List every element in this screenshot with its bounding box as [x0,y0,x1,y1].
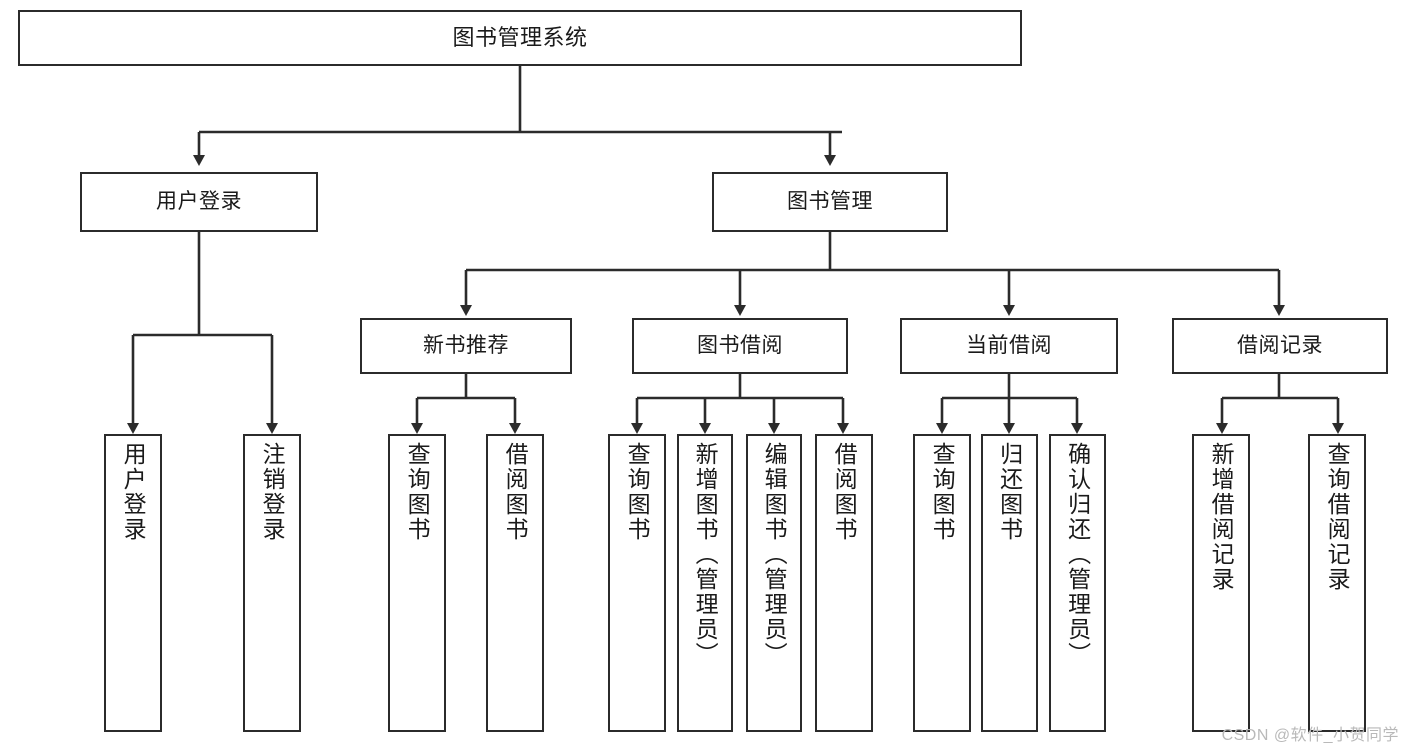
node-user-login[interactable]: 用户登录 [80,172,318,232]
node-label: 用户登录 [156,189,242,213]
node-label: 图书管理系统 [452,25,588,51]
node-label: 当前借阅 [966,333,1052,357]
leaf-edit-book-admin[interactable]: 编辑图书（管理员） [746,434,802,732]
node-label: 用户登录 [120,442,147,542]
node-label: 新书推荐 [423,333,509,357]
leaf-query-book-current[interactable]: 查询图书 [913,434,971,732]
node-label: 查询借阅记录 [1324,442,1351,592]
leaf-add-book-admin[interactable]: 新增图书（管理员） [677,434,733,732]
node-current-borrow[interactable]: 当前借阅 [900,318,1118,374]
node-borrow-record[interactable]: 借阅记录 [1172,318,1388,374]
node-root-book-management-system[interactable]: 图书管理系统 [18,10,1022,66]
leaf-user-logout[interactable]: 注销登录 [243,434,301,732]
node-label: 新增图书（管理员） [692,442,719,667]
csdn-watermark: CSDN @软件_小贺同学 [1221,727,1399,744]
node-label: 查询图书 [404,442,431,542]
node-label: 图书管理 [787,189,873,213]
node-label: 借阅图书 [831,442,858,542]
leaf-query-borrow-record[interactable]: 查询借阅记录 [1308,434,1366,732]
leaf-confirm-return-admin[interactable]: 确认归还（管理员） [1049,434,1106,732]
node-label: 图书借阅 [697,333,783,357]
leaf-query-book-borrow[interactable]: 查询图书 [608,434,666,732]
leaf-return-book[interactable]: 归还图书 [981,434,1038,732]
node-book-borrow[interactable]: 图书借阅 [632,318,848,374]
node-label: 查询图书 [929,442,956,542]
node-label: 确认归还（管理员） [1064,442,1091,667]
node-label: 查询图书 [624,442,651,542]
leaf-query-book-new[interactable]: 查询图书 [388,434,446,732]
leaf-borrow-book-borrow[interactable]: 借阅图书 [815,434,873,732]
node-label: 新增借阅记录 [1208,442,1235,592]
node-label: 借阅图书 [502,442,529,542]
node-label: 注销登录 [259,442,286,542]
node-book-manage[interactable]: 图书管理 [712,172,948,232]
node-label: 编辑图书（管理员） [761,442,788,667]
node-label: 归还图书 [996,442,1023,542]
leaf-borrow-book-new[interactable]: 借阅图书 [486,434,544,732]
leaf-user-login[interactable]: 用户登录 [104,434,162,732]
leaf-add-borrow-record[interactable]: 新增借阅记录 [1192,434,1250,732]
node-label: 借阅记录 [1237,333,1323,357]
node-new-book-recommendation[interactable]: 新书推荐 [360,318,572,374]
